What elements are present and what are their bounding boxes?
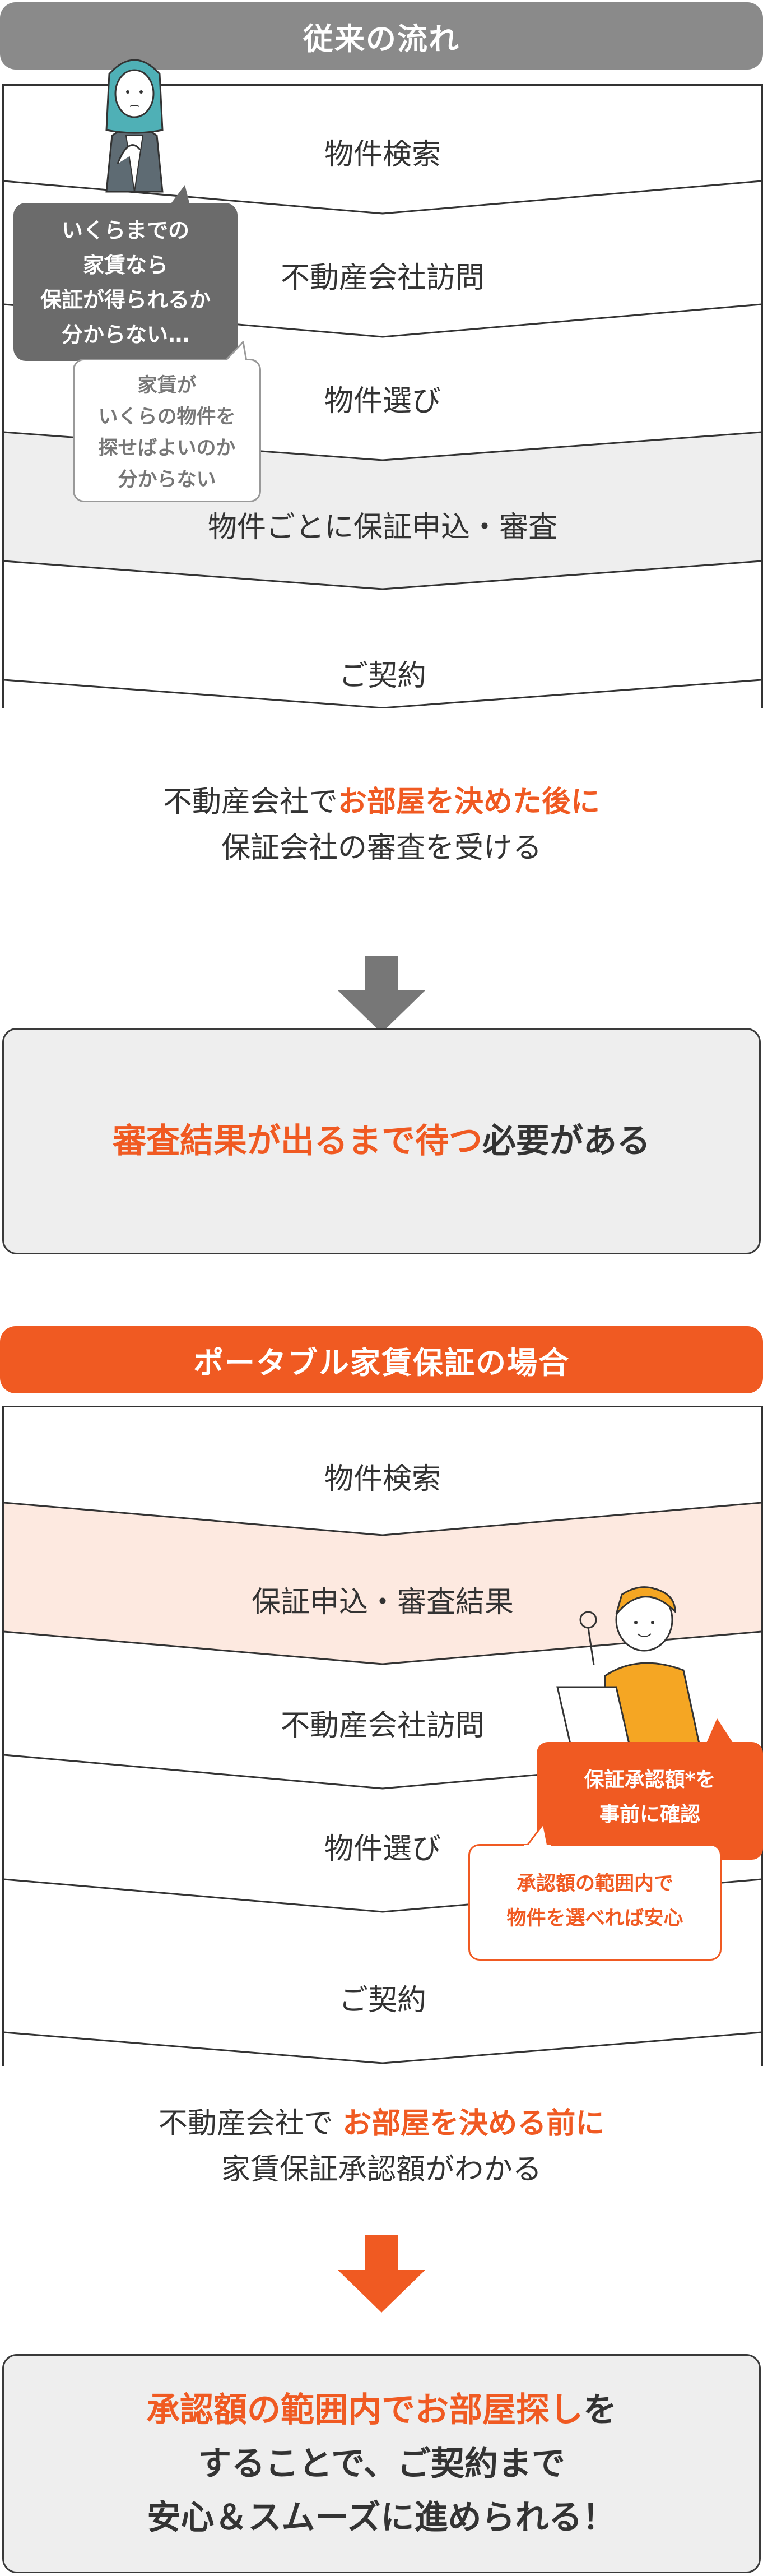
approval-bubble-orange-text: 保証承認額*を 事前に確認 [537, 1763, 763, 1832]
worry-bubble-dark [13, 203, 238, 361]
section2-result-highlight: 承認額の範囲内でお部屋探し [146, 2390, 583, 2430]
happy-person-illustration [556, 1586, 701, 1749]
worry-bubble-dark-text: いくらまでの 家賃なら 保証が得られるか 分からない… [13, 213, 238, 352]
section1-result-highlight: 審査結果が出るまで待つ [113, 1122, 482, 1161]
section2-step-3: 不動産会社訪問 [280, 1709, 485, 1743]
approval-bubble-outline [468, 1844, 722, 1961]
worry-dark-line-2: 家賃なら [82, 253, 168, 277]
section1-title: 従来の流れ [303, 21, 460, 57]
section2-result-line-2: することで、ご契約まで [198, 2444, 565, 2484]
section2-title: ポータブル家賃保証の場合 [193, 1345, 570, 1380]
worry-bubble-dark-tail [168, 185, 190, 207]
worry-dark-line-3: 保証が得られるか [40, 288, 211, 312]
section2-summary-line-2: 家賃保証承認額がわかる [221, 2153, 542, 2186]
section1-header: 従来の流れ [0, 2, 763, 70]
worry-bubble-light-text: 家賃が いくらの物件を 探せばよいのか 分からない [73, 370, 261, 495]
section1-down-arrow-icon [338, 956, 425, 1033]
section2-result-line-3: 安心＆スムーズに進められる！ [147, 2498, 616, 2537]
section1-summary-pre: 不動産会社で [162, 785, 338, 819]
section1-step-5: ご契約 [338, 659, 426, 693]
section2-summary-highlight: お部屋を決める前に [342, 2107, 605, 2141]
worry-light-line-3: 探せばよいのか [98, 437, 236, 460]
worried-woman-illustration [105, 59, 164, 193]
section2-step-4: 物件選び [324, 1832, 441, 1866]
approval-bubble-orange [537, 1742, 763, 1860]
worry-bubble-light [73, 359, 261, 502]
worry-light-line-4: 分からない [118, 469, 216, 491]
worry-bubble-light-tail [224, 341, 249, 361]
section1-summary-line-2: 保証会社の審査を受ける [221, 831, 542, 865]
section1-step-4: 物件ごとに保証申込・審査 [207, 511, 557, 544]
section2-step-2: 保証申込・審査結果 [251, 1586, 514, 1619]
section1-result-box: 審査結果が出るまで待つ必要がある [2, 1028, 761, 1254]
section2-result-box: 承認額の範囲内でお部屋探しを することで、ご契約まで 安心＆スムーズに進められる… [2, 2354, 761, 2573]
section2-down-arrow-icon [338, 2235, 425, 2313]
approval-bubble-orange-tail [706, 1718, 734, 1744]
section1-summary-highlight: お部屋を決めた後に [338, 785, 601, 819]
section2-step-1: 物件検索 [324, 1462, 441, 1496]
worry-light-line-2: いくらの物件を [98, 406, 236, 428]
section1-step-1: 物件検索 [324, 138, 441, 172]
worry-dark-line-4: 分からない… [61, 322, 189, 347]
section1-summary: 不動産会社でお部屋を決めた後に 保証会社の審査を受ける [0, 779, 763, 871]
section2-header: ポータブル家賃保証の場合 [0, 1326, 763, 1393]
approval-bubble-outline-tail [524, 1823, 551, 1846]
section1-step-3: 物件選び [324, 384, 441, 418]
section2-step-5: ご契約 [338, 1984, 426, 2017]
section2-result-line-1-rest: を [583, 2390, 617, 2430]
section2-summary: 不動産会社で お部屋を決める前に 家賃保証承認額がわかる [0, 2101, 763, 2193]
approval-outline-line-1: 承認額の範囲内で [516, 1873, 673, 1895]
section2-summary-pre: 不動産会社で [158, 2107, 343, 2141]
worry-light-line-1: 家賃が [137, 374, 197, 397]
approval-orange-line-2: 事前に確認 [599, 1803, 700, 1826]
section1-step-2: 不動産会社訪問 [280, 261, 485, 295]
approval-outline-line-2: 物件を選べれば安心 [506, 1907, 683, 1930]
section1-result-rest: 必要がある [482, 1122, 650, 1161]
approval-bubble-outline-text: 承認額の範囲内で 物件を選べれば安心 [468, 1866, 722, 1936]
approval-orange-line-1: 保証承認額*を [584, 1768, 716, 1791]
worry-dark-line-1: いくらまでの [61, 218, 189, 243]
